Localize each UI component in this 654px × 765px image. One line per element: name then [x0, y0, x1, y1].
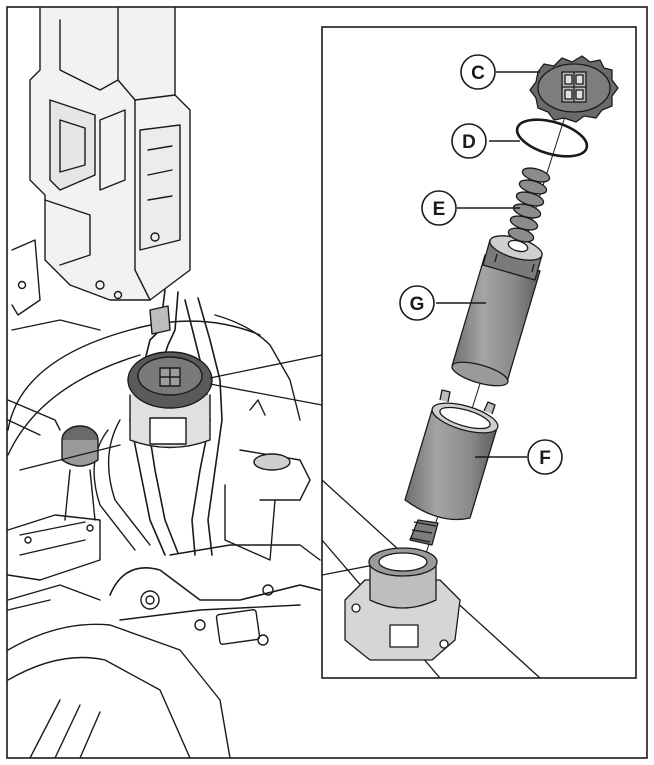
exploded-view — [322, 55, 619, 678]
callout-f: F — [527, 439, 563, 475]
o-ring — [515, 118, 589, 158]
filter-element — [451, 235, 543, 387]
callout-f-label: F — [539, 448, 551, 469]
callouts: C D E G F — [399, 54, 563, 475]
filter-cap — [529, 55, 619, 123]
leader-line-bottom — [209, 383, 323, 406]
callout-d: D — [451, 123, 487, 159]
spring — [507, 167, 551, 243]
callout-e-label: E — [433, 199, 446, 220]
filter-bowl — [404, 389, 499, 546]
callout-e: E — [421, 190, 457, 226]
callout-g: G — [399, 285, 435, 321]
callout-c: C — [460, 54, 496, 90]
machine-illustration — [7, 7, 321, 758]
callout-c-label: C — [471, 63, 485, 84]
callout-d-label: D — [462, 132, 476, 153]
leader-line-top — [209, 354, 323, 379]
callout-g-label: G — [410, 294, 425, 315]
